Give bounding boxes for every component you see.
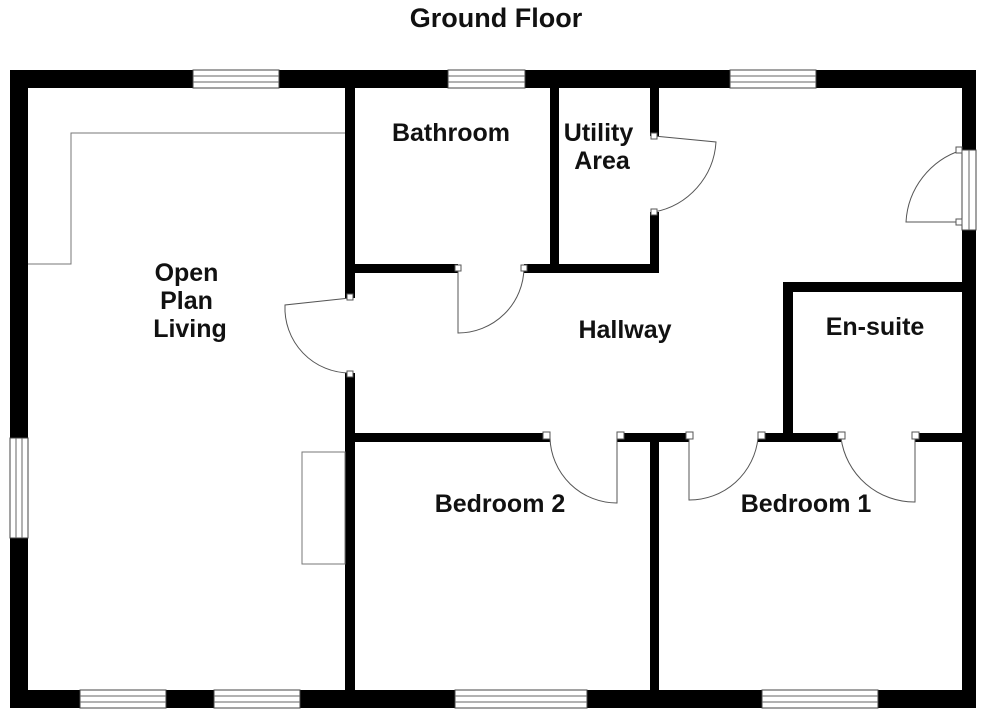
wall-hallway-bed2 xyxy=(355,433,550,442)
door-bedroom2[interactable] xyxy=(542,431,625,504)
wall-ensuite-left xyxy=(783,282,793,442)
outer-wall-right-lower xyxy=(962,230,976,708)
label-ensuite: En-suite xyxy=(826,313,925,341)
wall-hallway-bed1 xyxy=(758,433,793,442)
label-open: Open xyxy=(155,259,219,287)
window-living-bottom-2 xyxy=(213,689,301,709)
wall-hallway-mid xyxy=(617,433,689,442)
window-bedroom1-bottom xyxy=(761,689,879,709)
wall-bathroom-bottom-right xyxy=(524,264,560,273)
outer-wall-right-upper xyxy=(962,70,976,150)
window-bathroom-top xyxy=(447,69,526,89)
wall-ensuite-bottom-a xyxy=(793,433,841,442)
label-hallway: Hallway xyxy=(578,316,671,344)
label-utility: Utility xyxy=(564,119,634,147)
front-door-frame xyxy=(961,149,977,231)
wall-utility-bottom xyxy=(559,264,659,273)
label-bedroom-2: Bedroom 2 xyxy=(435,490,566,518)
wall-bathroom-bottom-left xyxy=(355,264,458,273)
window-living-left xyxy=(9,437,29,539)
door-ensuite[interactable] xyxy=(837,431,920,503)
wall-utility-right-lower xyxy=(650,212,659,273)
wall-ensuite-bottom-b xyxy=(915,433,962,442)
wall-ensuite-top xyxy=(783,282,962,292)
window-living-bottom-1 xyxy=(79,689,167,709)
door-utility[interactable] xyxy=(650,132,717,216)
label-utility-area: Utility Area xyxy=(564,119,640,175)
door-bedroom1[interactable] xyxy=(685,431,766,501)
window-living-top xyxy=(192,69,280,89)
floor-title: Ground Floor xyxy=(410,3,583,33)
window-hallway-top xyxy=(729,69,817,89)
label-bedroom-1: Bedroom 1 xyxy=(741,490,872,518)
label-bathroom: Bathroom xyxy=(392,119,510,147)
kitchen-counter xyxy=(28,132,345,265)
door-front[interactable] xyxy=(905,146,963,226)
wall-bedroom-divider xyxy=(650,442,659,690)
door-living[interactable] xyxy=(284,293,354,378)
chimney-breast xyxy=(301,451,346,565)
wall-living-lower xyxy=(345,373,355,690)
label-plan: Plan xyxy=(160,287,213,315)
wall-utility-right-upper xyxy=(650,88,659,136)
outer-wall-left xyxy=(10,70,28,708)
label-living: Living xyxy=(153,315,227,343)
wall-living-upper xyxy=(345,88,355,298)
label-open-plan-living: Open Plan Living xyxy=(153,259,227,343)
label-area: Area xyxy=(574,147,631,175)
door-bathroom[interactable] xyxy=(454,264,528,334)
wall-bathroom-utility xyxy=(550,88,559,273)
window-bedroom2-bottom xyxy=(454,689,588,709)
